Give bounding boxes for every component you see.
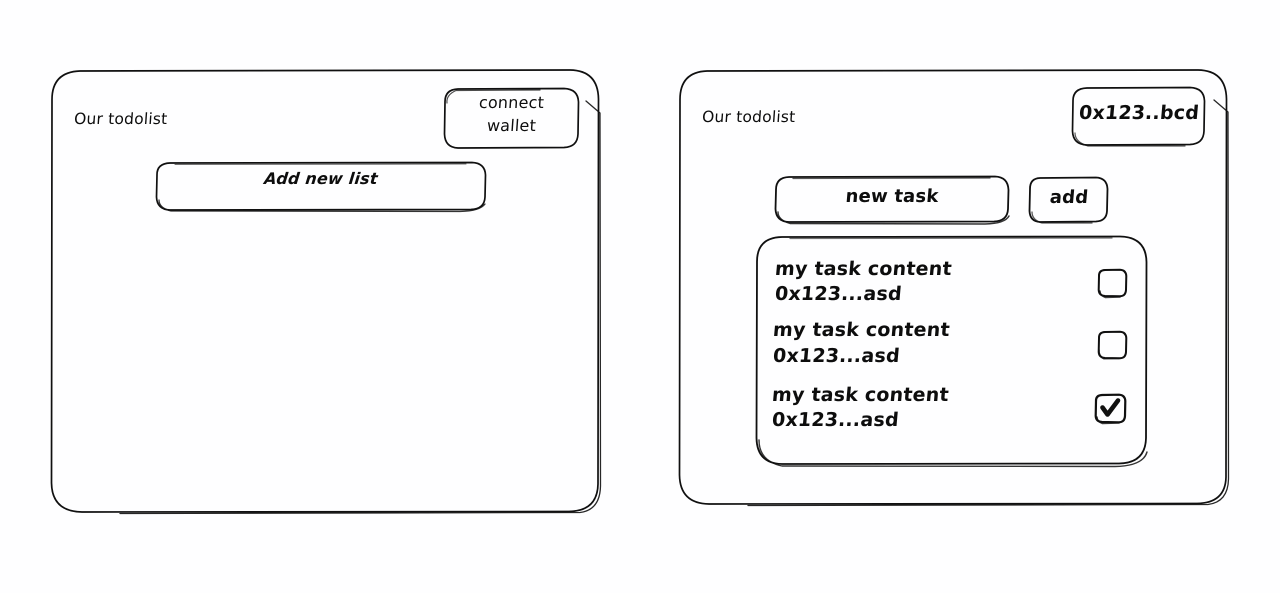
page-title-connected: Our todolist — [701, 108, 797, 126]
task-checkbox-2[interactable] — [1097, 330, 1128, 361]
task-owner: 0x123...asd — [774, 283, 903, 305]
task-owner: 0x123...asd — [772, 345, 901, 367]
wallet-address-label[interactable]: 0x123..bcd — [1078, 102, 1201, 124]
add-task-button-label[interactable]: add — [1048, 187, 1090, 208]
new-task-input-value[interactable]: new task — [844, 186, 940, 207]
task-checkbox-1[interactable] — [1097, 268, 1128, 299]
connect-wallet-label-line2[interactable]: wallet — [486, 116, 537, 135]
connect-wallet-label-line1[interactable]: connect — [478, 93, 545, 112]
page-title: Our todolist — [73, 110, 169, 128]
task-content: my task content — [771, 384, 950, 406]
task-content: my task content — [774, 258, 953, 280]
task-checkbox-3-checked[interactable] — [1094, 393, 1127, 425]
right-card-outline — [678, 69, 1230, 507]
add-new-list-label[interactable]: Add new list — [263, 169, 379, 188]
left-card-outline — [50, 69, 602, 515]
task-owner: 0x123...asd — [771, 409, 900, 431]
task-content: my task content — [772, 319, 951, 341]
